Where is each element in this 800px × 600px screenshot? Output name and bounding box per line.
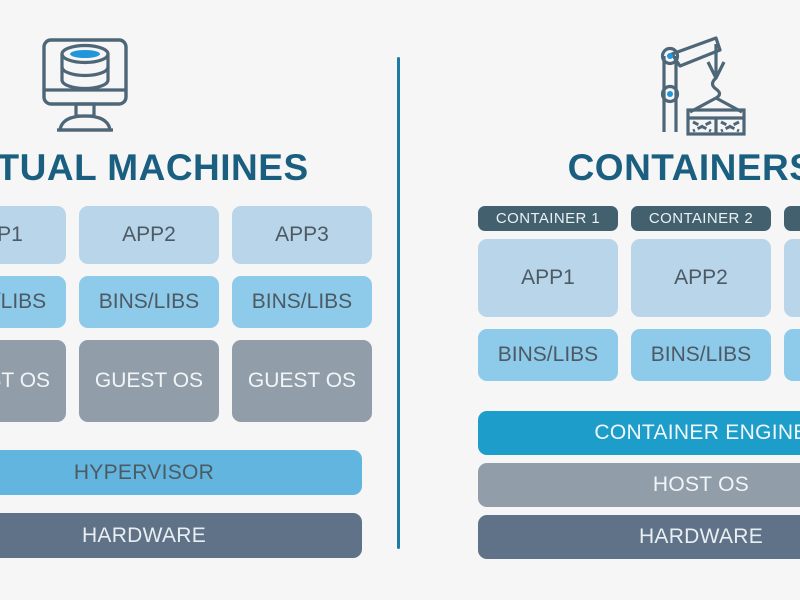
virtual-machines-panel: VIRTUAL MACHINES APP1 BINS/LIBS GUEST OS… <box>0 0 372 600</box>
vm-columns: APP1 BINS/LIBS GUEST OS APP2 BINS/LIBS G… <box>0 206 372 422</box>
vm-app-box: APP2 <box>79 206 219 264</box>
container-hardware-bar: HARDWARE <box>478 515 800 559</box>
container-tag: CONTAINER 3 <box>784 206 800 231</box>
vm-app-box: APP1 <box>0 206 66 264</box>
container-bins-libs-box: BINS/LIBS <box>478 329 618 381</box>
vm-guest-os-box: GUEST OS <box>0 340 66 422</box>
vm-column-1: APP1 BINS/LIBS GUEST OS <box>0 206 66 422</box>
container-app-box: APP3 <box>784 239 800 317</box>
center-divider <box>397 57 400 549</box>
container-bins-libs-box: BINS/LIBS <box>631 329 771 381</box>
vm-bins-libs-box: BINS/LIBS <box>232 276 372 328</box>
vm-guest-os-box: GUEST OS <box>79 340 219 422</box>
container-app-box: APP1 <box>478 239 618 317</box>
container-tag: CONTAINER 1 <box>478 206 618 231</box>
vm-bins-libs-box: BINS/LIBS <box>0 276 66 328</box>
page-title-virtual-machines: VIRTUAL MACHINES <box>0 147 309 188</box>
containers-panel: CONTAINERS CONTAINER 1 APP1 BINS/LIBS CO… <box>466 0 800 600</box>
vm-column-3: APP3 BINS/LIBS GUEST OS <box>232 206 372 422</box>
vm-hardware-bar: HARDWARE <box>0 513 362 558</box>
vm-guest-os-box: GUEST OS <box>232 340 372 422</box>
host-os-bar: HOST OS <box>478 463 800 507</box>
vm-bins-libs-box: BINS/LIBS <box>79 276 219 328</box>
container-tag: CONTAINER 2 <box>631 206 771 231</box>
container-columns: CONTAINER 1 APP1 BINS/LIBS CONTAINER 2 A… <box>478 206 800 381</box>
container-column-2: CONTAINER 2 APP2 BINS/LIBS <box>631 206 771 381</box>
vm-hypervisor-bar: HYPERVISOR <box>0 450 362 495</box>
container-bins-libs-box: BINS/LIBS <box>784 329 800 381</box>
crane-container-icon <box>646 32 756 140</box>
container-engine-bar: CONTAINER ENGINE <box>478 411 800 455</box>
page-title-containers: CONTAINERS <box>567 147 800 188</box>
vm-column-2: APP2 BINS/LIBS GUEST OS <box>79 206 219 422</box>
monitor-database-icon <box>30 32 140 140</box>
vm-app-box: APP3 <box>232 206 372 264</box>
container-column-3: CONTAINER 3 APP3 BINS/LIBS <box>784 206 800 381</box>
container-app-box: APP2 <box>631 239 771 317</box>
container-column-1: CONTAINER 1 APP1 BINS/LIBS <box>478 206 618 381</box>
